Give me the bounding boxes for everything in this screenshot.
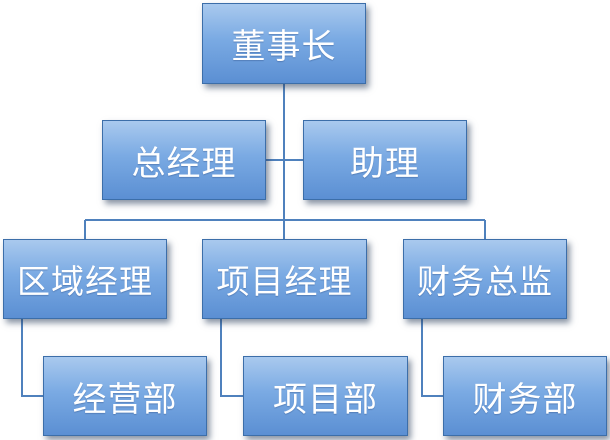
project-dept-label: 项目部 bbox=[273, 379, 378, 420]
finance-director-label: 财务总监 bbox=[417, 262, 553, 301]
assistant-label: 助理 bbox=[350, 143, 420, 184]
operations-dept-node: 经营部 bbox=[43, 356, 207, 436]
regional-manager-label: 区域经理 bbox=[17, 262, 153, 301]
operations-dept-label: 经营部 bbox=[72, 379, 178, 420]
chairman-node: 董事长 bbox=[202, 3, 366, 84]
regional-manager-node: 区域经理 bbox=[3, 239, 167, 319]
connector-cfo-findept bbox=[421, 319, 443, 397]
assistant-node: 助理 bbox=[303, 120, 467, 200]
project-manager-label: 项目经理 bbox=[216, 262, 353, 301]
project-dept-node: 项目部 bbox=[243, 356, 408, 436]
finance-dept-label: 财务部 bbox=[472, 379, 578, 420]
finance-director-node: 财务总监 bbox=[403, 239, 567, 319]
connector-regional-ops bbox=[21, 319, 43, 397]
connector-projectmgr-projdept bbox=[220, 319, 243, 397]
chairman-label: 董事长 bbox=[231, 27, 337, 67]
finance-dept-node: 财务部 bbox=[443, 356, 607, 436]
general-manager-node: 总经理 bbox=[102, 120, 266, 200]
general-manager-label: 总经理 bbox=[131, 143, 237, 184]
project-manager-node: 项目经理 bbox=[202, 239, 367, 319]
